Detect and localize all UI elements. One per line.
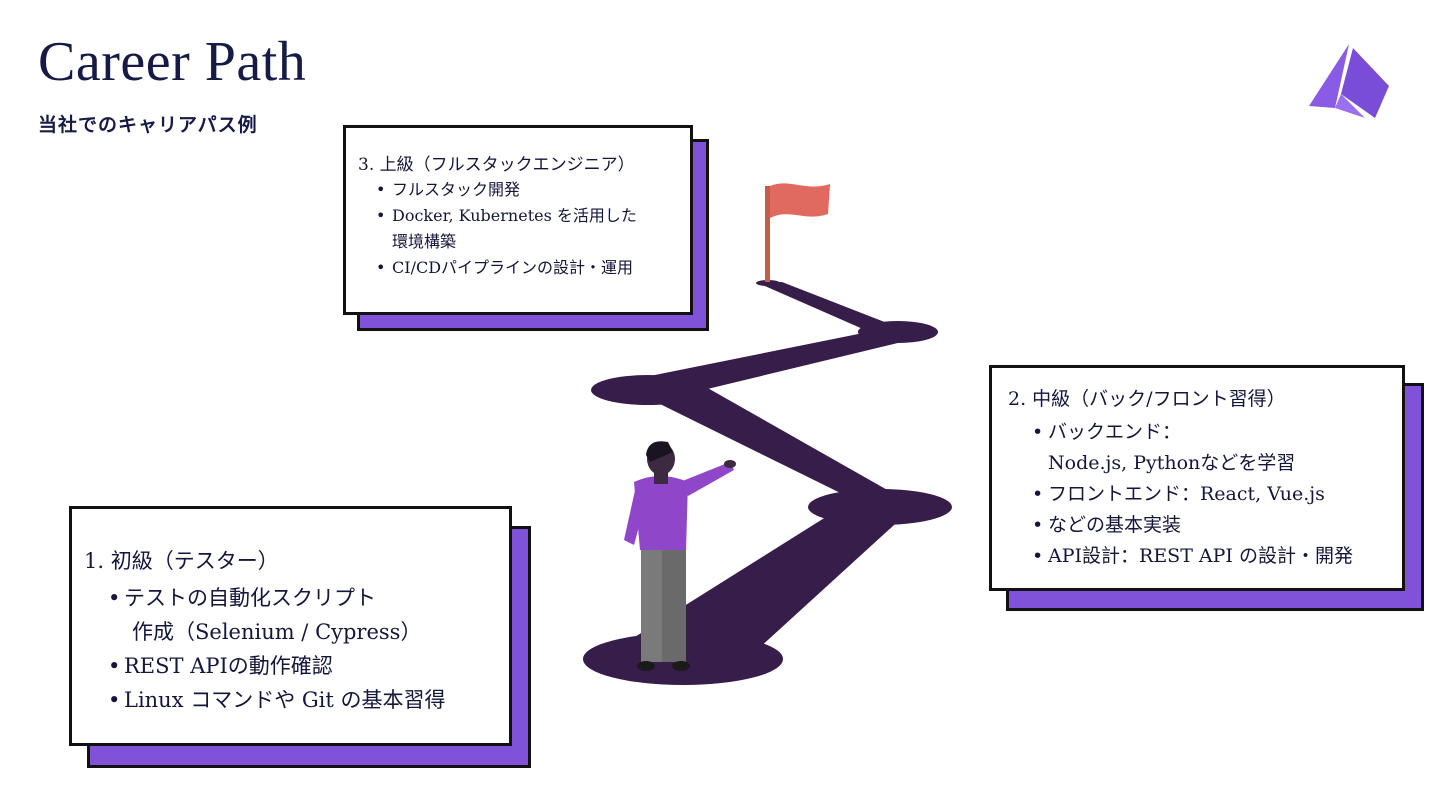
- card-heading: 3. 上級（フルスタックエンジニア）: [358, 155, 635, 175]
- card-box: 2. 中級（バック/フロント習得） バックエンド：Node.js, Python…: [989, 365, 1405, 591]
- card-heading: 2. 中級（バック/フロント習得）: [1008, 388, 1286, 410]
- card-heading: 1. 初級（テスター）: [84, 549, 279, 573]
- page-title: Career Path: [38, 31, 307, 93]
- page-subtitle: 当社でのキャリアパス例: [38, 114, 258, 136]
- triangle-logo-icon: [1309, 44, 1389, 118]
- person-figure: [624, 441, 736, 671]
- card-advanced: 3. 上級（フルスタックエンジニア） フルスタック開発 Docker, Kube…: [343, 125, 709, 332]
- goal-flag-icon: [765, 183, 830, 282]
- list-item: Linux コマンドや Git の基本習得: [108, 683, 509, 717]
- card-intermediate: 2. 中級（バック/フロント習得） バックエンド：Node.js, Python…: [989, 365, 1425, 611]
- list-item: CI/CDパイプラインの設計・運用: [376, 255, 672, 281]
- card-box: 3. 上級（フルスタックエンジニア） フルスタック開発 Docker, Kube…: [343, 125, 693, 315]
- list-item: API設計：REST API の設計・開発: [1032, 541, 1402, 572]
- list-item: バックエンド：Node.js, Pythonなどを学習: [1032, 417, 1402, 479]
- list-item: フロントエンド：React, Vue.js: [1032, 479, 1402, 510]
- list-item: REST APIの動作確認: [108, 649, 509, 683]
- list-item: フルスタック開発: [376, 177, 672, 203]
- card-list: バックエンド：Node.js, Pythonなどを学習 フロントエンド：Reac…: [1008, 417, 1402, 572]
- list-item: などの基本実装: [1032, 510, 1402, 541]
- winding-road: [583, 280, 952, 685]
